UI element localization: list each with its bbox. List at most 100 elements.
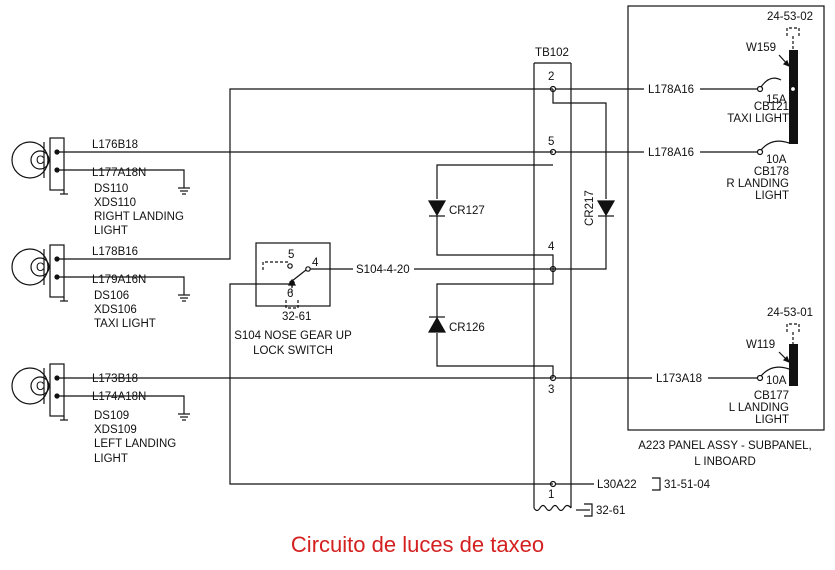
- light-right-landing: C: [11, 137, 68, 195]
- switch-pin-6: 6: [287, 288, 293, 300]
- cr217-symbol: [596, 200, 616, 217]
- lamp-inner-ring: [30, 376, 50, 396]
- breaker-cb178-name-3: LIGHT: [755, 190, 789, 202]
- bus-bar-lower: [789, 344, 798, 386]
- lamp-inner-ring: [30, 150, 50, 170]
- wire-light2-power: [57, 88, 553, 260]
- breaker-cb121-name-2: TAXI LIGHT: [727, 113, 789, 125]
- switch-pin-4: 4: [312, 257, 319, 269]
- wire-light2-ground: [57, 276, 185, 295]
- panel-label-line-2: L INBOARD: [694, 456, 756, 468]
- switch-pin-5: 5: [288, 249, 294, 261]
- switch-label-2: LOCK SWITCH: [253, 345, 333, 357]
- light1-name-3: RIGHT LANDING: [94, 211, 184, 223]
- breaker-cb121-bus-contact: [789, 85, 797, 93]
- tb102-terminal-4: 4: [548, 241, 555, 253]
- light1-wire-power: L176B18: [92, 139, 138, 151]
- lamp-outer-ring: [11, 367, 49, 405]
- bus-label-upper: W159: [746, 42, 776, 54]
- lamp-glyph: C: [36, 262, 44, 274]
- switch-wire-label: S104-4-20: [356, 264, 410, 276]
- panel-box: [627, 5, 825, 431]
- light3-name-1: DS109: [94, 410, 129, 422]
- taxi-light-schematic: A223 PANEL ASSY - SUBPANEL, L INBOARD 24…: [11, 5, 825, 517]
- light-left-landing: C: [11, 363, 68, 421]
- cr217-wire-bottom: [553, 216, 607, 270]
- breaker-cb121-rating: 15A: [766, 94, 787, 106]
- wire-label-l30a22: L30A22: [597, 479, 637, 491]
- breaker-cb178-name-1: CB178: [754, 166, 789, 178]
- switch-contact-5: [287, 263, 293, 269]
- bus-label-lower: W119: [746, 339, 775, 351]
- breaker-cb177-name-3: LIGHT: [755, 414, 789, 426]
- switch-pin5-dash: [262, 261, 290, 270]
- bus-leader-arrow-upper: [782, 59, 791, 68]
- diagram-caption: Circuito de luces de taxeo: [290, 532, 545, 557]
- lamp-glyph: C: [36, 155, 44, 167]
- light2-wire-ground: L179A16N: [92, 274, 146, 286]
- lamp-connector: [49, 244, 65, 298]
- light3-name-3: LEFT LANDING: [94, 438, 176, 450]
- wire-label-l178a16-upper: L178A16: [648, 84, 694, 96]
- breaker-cb178-name-2: R LANDING: [726, 178, 789, 190]
- cr126-symbol: [427, 316, 447, 333]
- tb102-break-mark: [533, 504, 572, 512]
- wire-label-l173a18: L173A18: [656, 373, 702, 385]
- light1-name-2: XDS110: [94, 197, 136, 209]
- breaker-cb177-rating: 10A: [766, 375, 787, 387]
- cr126-wire-bottom: [436, 333, 554, 378]
- cr126-label: CR126: [449, 322, 485, 334]
- tb102-terminal-3: 3: [548, 384, 554, 396]
- cr126-wire-top: [436, 269, 554, 317]
- lamp-glyph: C: [36, 381, 44, 393]
- cr127-wire-bottom: [436, 216, 554, 269]
- switch-ref: 32-61: [282, 311, 311, 323]
- cr217-wire-top: [552, 89, 607, 199]
- light3-wire-ground: L174A18N: [92, 391, 146, 403]
- light2-name-3: TAXI LIGHT: [94, 318, 156, 330]
- breaker-cb177-arc: [760, 366, 790, 377]
- light3-name-4: LIGHT: [94, 453, 128, 465]
- ref-bracket-upper: [786, 27, 800, 36]
- light-taxi: C: [11, 244, 68, 302]
- tb102-label: TB102: [535, 47, 569, 59]
- lamp-inner-ring: [30, 257, 50, 277]
- cr127-wire-top: [436, 164, 553, 199]
- breaker-cb177-name-2: L LANDING: [729, 402, 789, 414]
- switch-ref-bracket: [285, 300, 299, 309]
- lamp-connector: [49, 363, 65, 417]
- panel-label-line-1: A223 PANEL ASSY - SUBPANEL,: [638, 440, 811, 452]
- breaker-cb121-contact: [756, 85, 764, 93]
- panel-ref-lower: 24-53-01: [767, 307, 813, 319]
- wire-label-l178a16-lower: L178A16: [648, 147, 694, 159]
- lamp-outer-ring: [11, 141, 49, 179]
- light1-name-4: LIGHT: [94, 225, 128, 237]
- light1-wire-ground: L177A18N: [92, 167, 146, 179]
- light3-wire-power: L173B18: [92, 373, 138, 385]
- bottom-ref: 32-61: [596, 505, 625, 517]
- breaker-cb178-rating: 10A: [766, 154, 787, 166]
- switch-blade: [291, 269, 307, 282]
- breaker-cb178-arc: [760, 140, 790, 151]
- breaker-cb121-arc: [760, 77, 782, 88]
- light2-name-1: DS106: [94, 290, 129, 302]
- light3-name-2: XDS109: [94, 424, 137, 436]
- tb102-terminal-5: 5: [548, 136, 554, 148]
- switch-s104-box: [255, 242, 331, 307]
- lamp-outer-ring: [11, 248, 49, 286]
- cr127-symbol: [427, 200, 447, 217]
- light2-wire-power: L178B16: [92, 246, 138, 258]
- bus-leader-arrow-lower: [782, 355, 791, 364]
- lamp-connector: [49, 137, 65, 191]
- bus-bar-upper: [789, 50, 798, 144]
- wire-light3-ground: [57, 395, 185, 414]
- switch-label-1: S104 NOSE GEAR UP: [234, 330, 352, 342]
- breaker-cb178-contact: [756, 148, 764, 156]
- ground-ref: 31-51-04: [664, 479, 711, 491]
- breaker-cb177-contact: [756, 374, 764, 382]
- light1-name-1: DS110: [94, 183, 128, 195]
- panel-ref-upper: 24-53-02: [767, 11, 813, 23]
- cr217-label: CR217: [584, 190, 596, 226]
- ref-bracket-31-51-04: [652, 477, 661, 491]
- ref-bracket-lower: [786, 323, 800, 332]
